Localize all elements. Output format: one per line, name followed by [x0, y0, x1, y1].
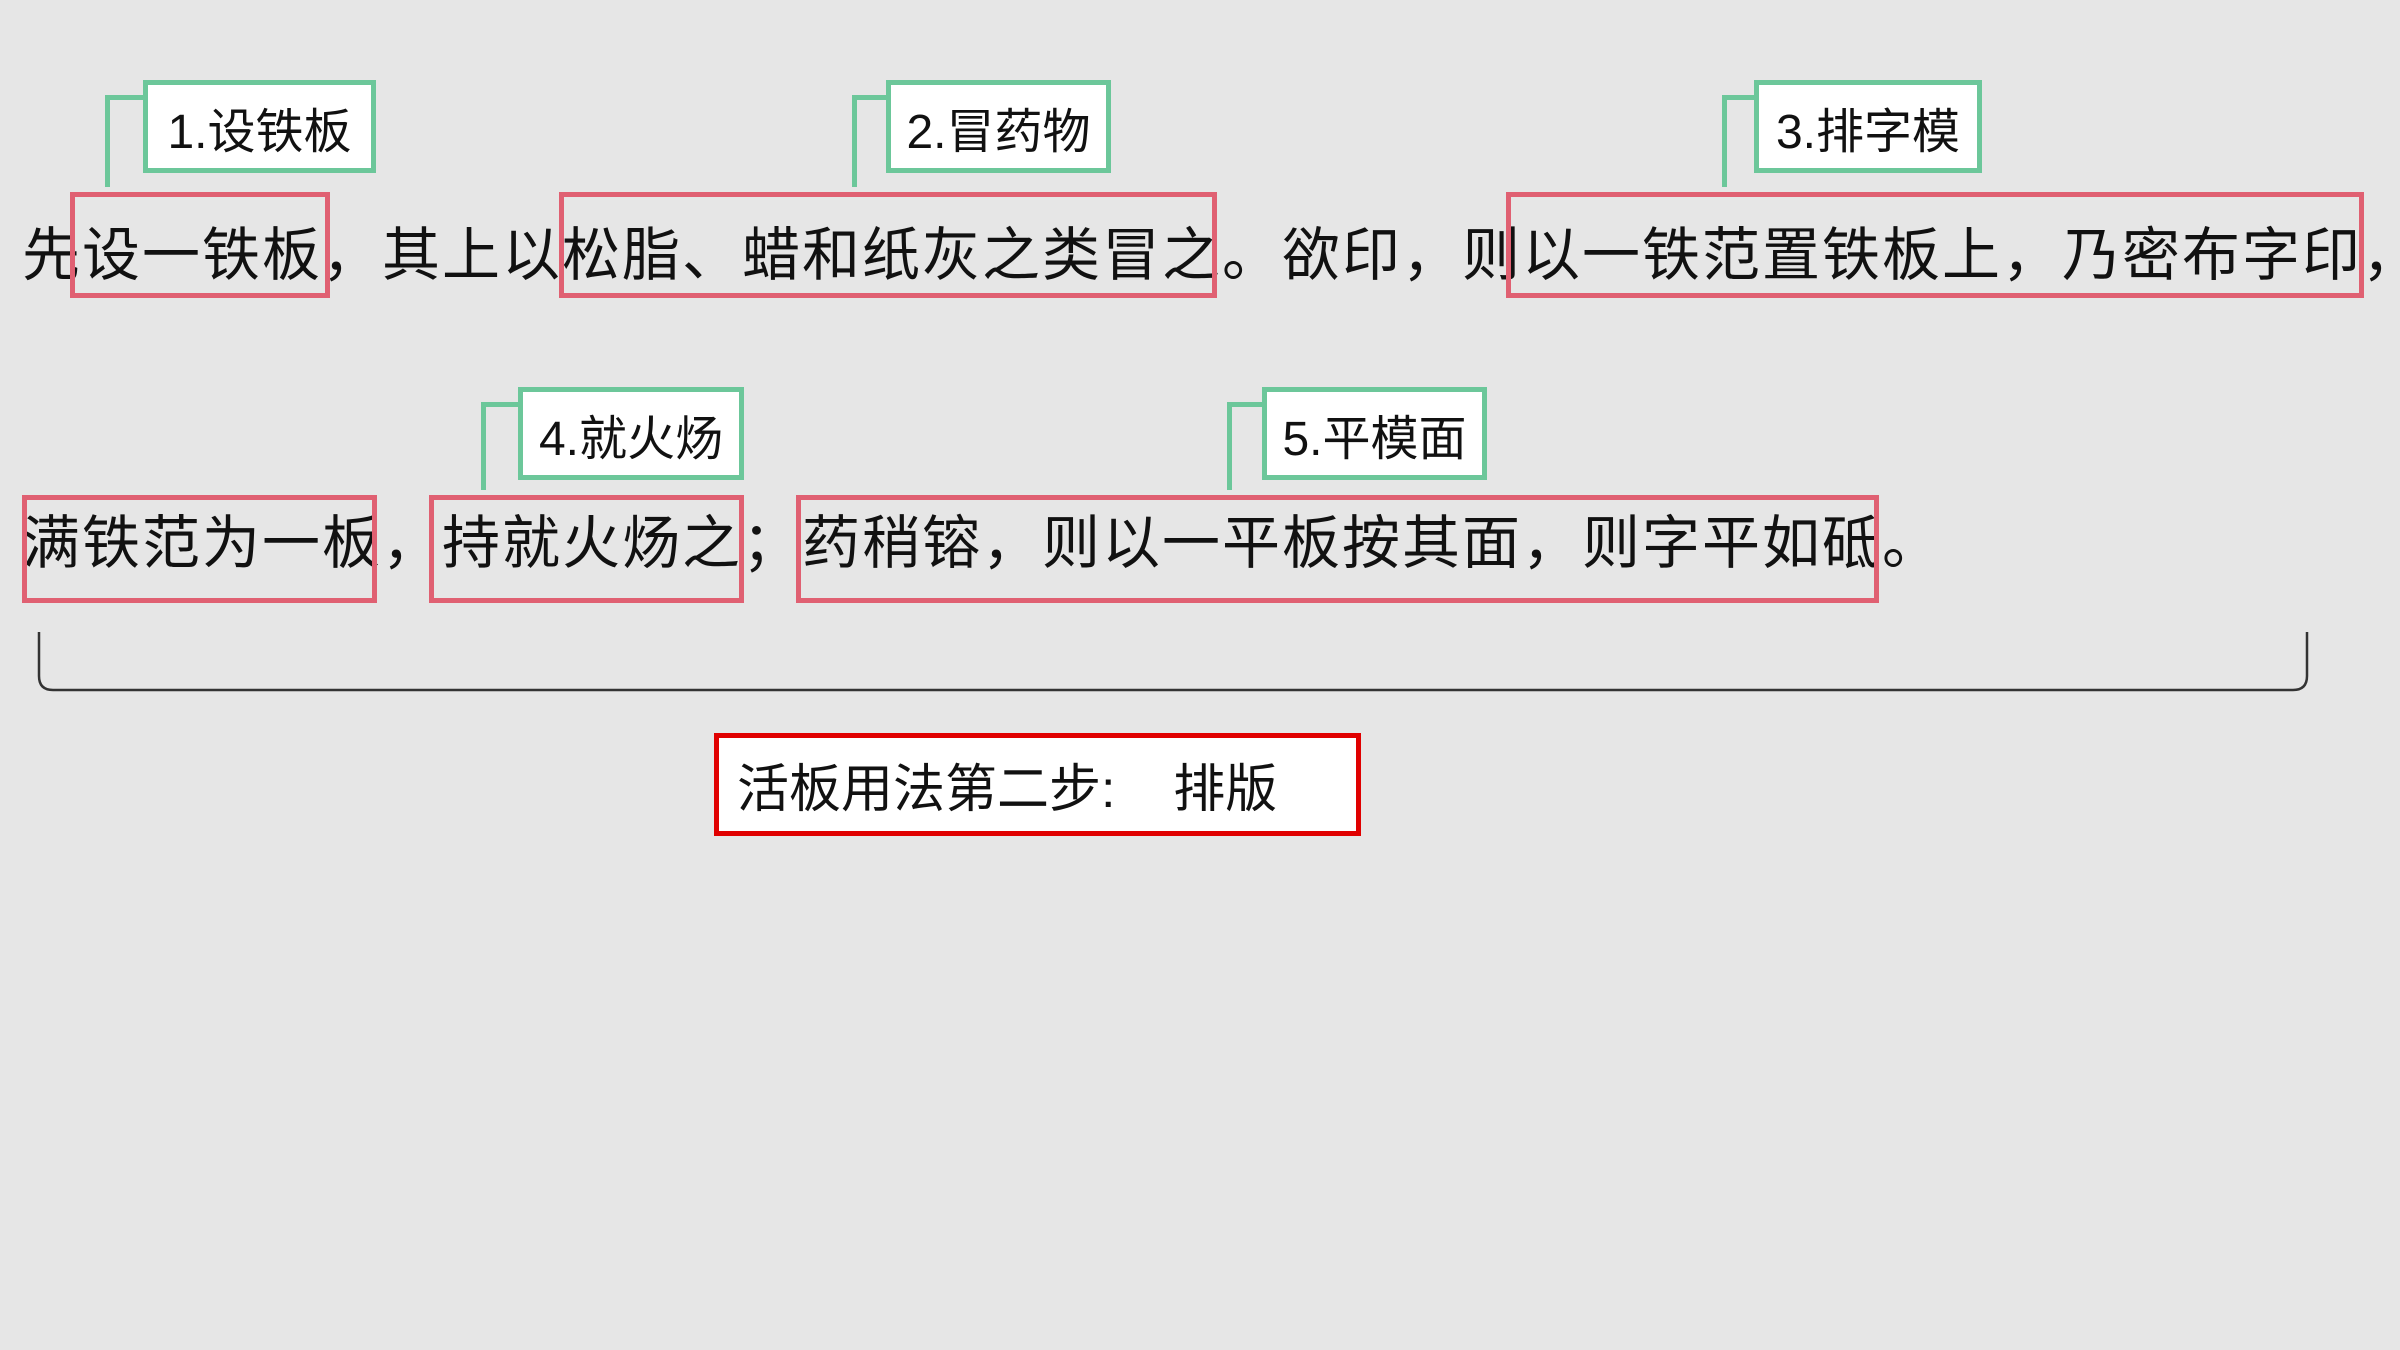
highlight-set-iron-plate [70, 192, 330, 298]
connector-step-4 [481, 402, 519, 490]
highlight-flatten-face [796, 495, 1879, 603]
highlight-arrange-type [1506, 192, 2364, 298]
highlight-fill-frame [22, 495, 377, 603]
passage-line-1: 先设一铁板，其上以松脂、蜡和纸灰之类冒之。欲印，则以一铁范置铁板上，乃密布字印， [22, 221, 2400, 289]
caption-box: 活板用法第二步: 排版 [714, 733, 1361, 836]
passage-line-2: 满铁范为一板，持就火炀之；药稍镕，则以一平板按其面，则字平如砥。 [22, 509, 1943, 577]
connector-step-5 [1227, 402, 1267, 490]
step-label-2: 2.冒药物 [886, 80, 1111, 173]
connector-step-2 [852, 95, 890, 187]
grouping-brace [37, 632, 2309, 692]
step-label-5: 5.平模面 [1262, 387, 1487, 480]
step-label-4: 4.就火炀 [518, 387, 744, 480]
highlight-cover-medicine [559, 192, 1217, 298]
connector-step-3 [1722, 95, 1756, 187]
step-label-3: 3.排字模 [1754, 80, 1982, 173]
connector-step-1 [105, 95, 147, 187]
highlight-heat-fire [429, 495, 744, 603]
step-label-1: 1.设铁板 [143, 80, 376, 173]
